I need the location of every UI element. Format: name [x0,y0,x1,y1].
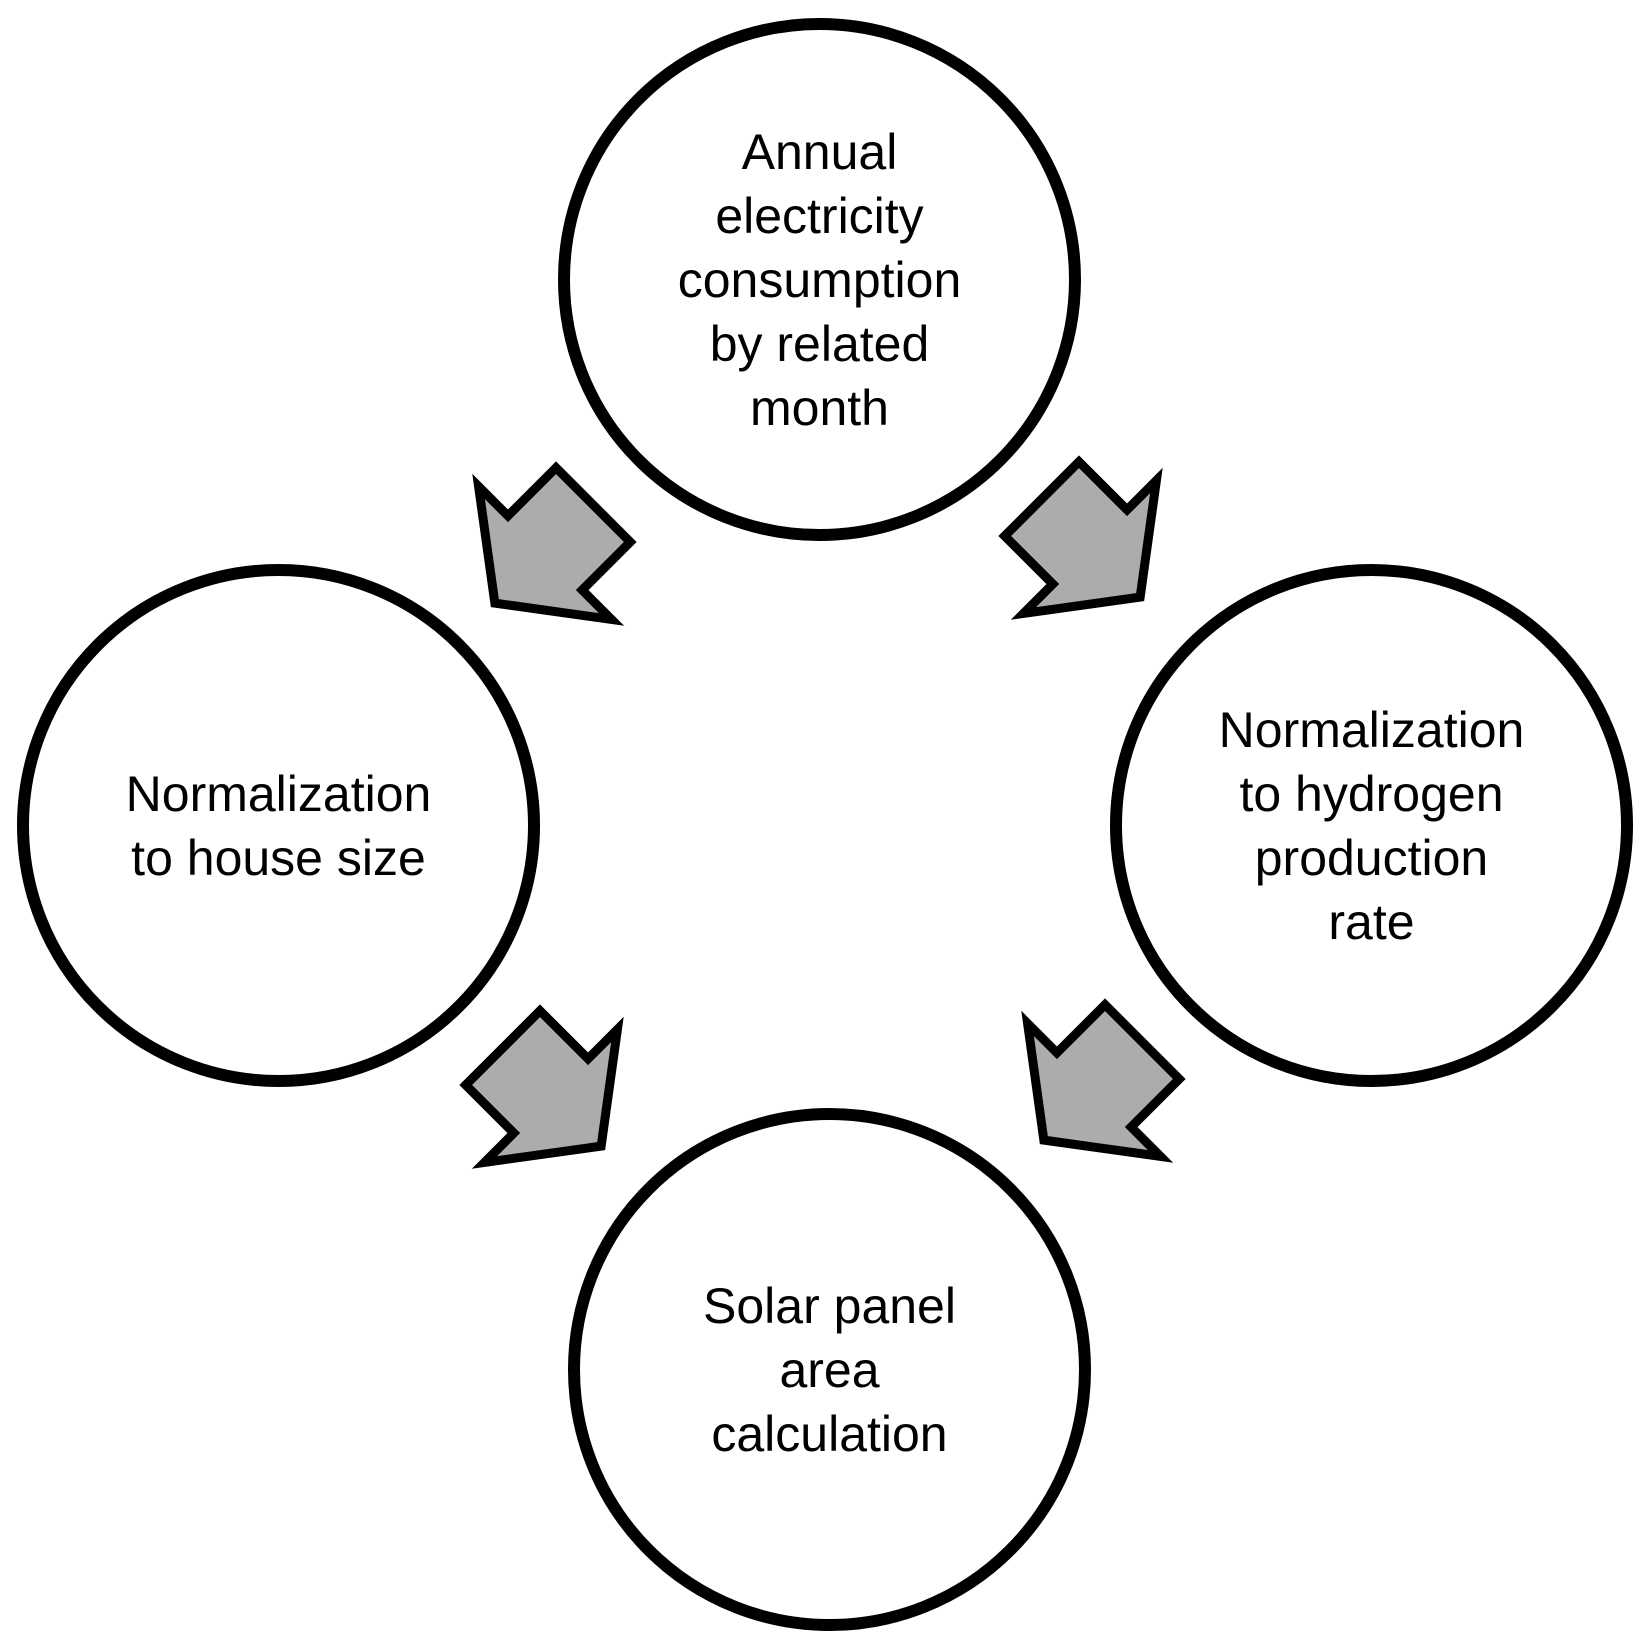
arrow-left-to-bottom-icon [459,1004,624,1169]
node-annual-electricity-consumption: Annual electricity consumption by relate… [558,18,1081,541]
node-label-normalization-hydrogen-rate: Normalization to hydrogen production rat… [1218,701,1525,950]
node-normalization-hydrogen-rate: Normalization to hydrogen production rat… [1110,564,1633,1087]
node-label-annual-electricity-consumption: Annual electricity consumption by relate… [677,123,962,436]
node-normalization-house-size: Normalization to house size [17,564,540,1087]
arrow-top-to-right-icon [998,455,1163,620]
node-label-solar-panel-area-calculation: Solar panel area calculation [703,1277,956,1462]
node-solar-panel-area-calculation: Solar panel area calculation [568,1108,1091,1631]
node-label-normalization-house-size: Normalization to house size [125,765,432,886]
arrow-right-to-bottom-icon [1021,998,1186,1163]
arrow-top-to-left-icon [472,461,637,626]
